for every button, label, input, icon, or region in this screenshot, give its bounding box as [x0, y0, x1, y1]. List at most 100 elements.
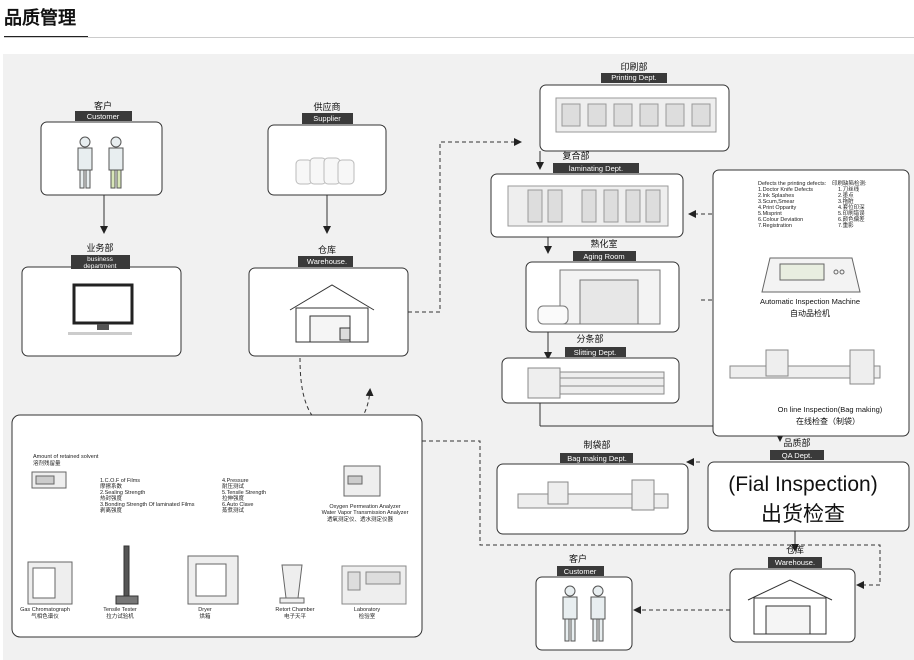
supplier-node: 供应商 Supplier: [267, 101, 387, 196]
svg-text:Supplier: Supplier: [313, 114, 341, 123]
svg-text:2.Sealing Strength: 2.Sealing Strength: [100, 490, 145, 496]
quality-flow-diagram: 客户 Customer 供应商 Supplier 业务部 business de…: [3, 54, 914, 660]
customer-bottom-node: 客户 Customer: [535, 553, 633, 651]
svg-text:1.Doctor Knife Defects: 1.Doctor Knife Defects: [758, 187, 813, 193]
svg-text:Defects the printing defects:: Defects the printing defects:: [758, 181, 827, 187]
svg-text:6.颜色偏差: 6.颜色偏差: [838, 215, 865, 223]
laminating-node: 复合部 laminating Dept.: [490, 150, 684, 238]
svg-text:拉伸强度: 拉伸强度: [222, 494, 245, 502]
svg-text:Automatic Inspection Machine: Automatic Inspection Machine: [760, 297, 860, 306]
title-divider: [4, 37, 914, 38]
slitting-machine-icon: [527, 367, 665, 399]
svg-text:Oxygen Permeation Analyzer: Oxygen Permeation Analyzer: [329, 504, 400, 510]
svg-text:客户: 客户: [94, 100, 112, 112]
svg-text:制袋部: 制袋部: [583, 439, 610, 451]
svg-text:Retort Chamber: Retort Chamber: [275, 607, 314, 613]
svg-text:客户: 客户: [569, 553, 587, 565]
svg-text:6.Auto Clave: 6.Auto Clave: [222, 502, 254, 508]
svg-text:摩擦系数: 摩擦系数: [100, 482, 123, 490]
svg-text:(Fial Inspection): (Fial Inspection): [728, 473, 877, 496]
bag-making-machine-icon: [517, 479, 669, 511]
warehouse-icon: [747, 579, 833, 635]
svg-text:4.套位印深: 4.套位印深: [838, 203, 865, 211]
inspection-panel: Defects the printing defects: 1.Doctor K…: [712, 169, 910, 437]
svg-text:7.Registration: 7.Registration: [758, 223, 792, 229]
svg-text:自动品检机: 自动品检机: [790, 308, 830, 318]
svg-text:4.Pressure: 4.Pressure: [222, 478, 249, 484]
svg-text:3.Bonding Strength Of laminate: 3.Bonding Strength Of laminated Films: [100, 502, 195, 508]
svg-text:Warehouse.: Warehouse.: [775, 558, 815, 567]
svg-text:Tensile Tester: Tensile Tester: [103, 607, 137, 613]
svg-text:Slitting Dept.: Slitting Dept.: [574, 348, 617, 357]
svg-text:Amount of retained solvent: Amount of retained solvent: [33, 454, 99, 460]
svg-text:business: business: [87, 256, 113, 263]
svg-text:印刷缺陷检测:: 印刷缺陷检测:: [832, 179, 867, 187]
svg-text:1.C.O.F of Films: 1.C.O.F of Films: [100, 478, 140, 484]
printing-machine-icon: [555, 97, 717, 133]
svg-text:Printing Dept.: Printing Dept.: [611, 73, 656, 82]
laboratory-icon: [341, 565, 407, 605]
customer-top-node: 客户 Customer: [40, 100, 163, 196]
oxygen-analyzer-icon: [343, 465, 381, 497]
svg-text:Water Vapor Transmission Analy: Water Vapor Transmission Analyzer: [322, 510, 409, 516]
svg-text:业务部: 业务部: [86, 242, 113, 254]
svg-text:蒸煮测试: 蒸煮测试: [222, 506, 245, 514]
svg-text:品质部: 品质部: [783, 437, 810, 449]
qa-node: 品质部 QA Dept. (Fial Inspection) 出货检查: [707, 437, 910, 532]
svg-text:1.刀丝线: 1.刀丝线: [838, 185, 860, 193]
svg-text:复合部: 复合部: [562, 150, 589, 162]
svg-text:出货检查: 出货检查: [761, 502, 845, 526]
svg-text:在线检查（制袋）: 在线检查（制袋）: [796, 416, 860, 426]
svg-text:laminating Dept.: laminating Dept.: [569, 164, 623, 173]
printing-node: 印刷部 Printing Dept.: [539, 61, 730, 152]
svg-text:仓库: 仓库: [318, 244, 336, 256]
svg-text:department: department: [84, 263, 117, 270]
flow-diagram-svg: 客户 Customer 供应商 Supplier 业务部 business de…: [11, 61, 910, 651]
slitting-node: 分条部 Slitting Dept.: [501, 333, 680, 404]
people-icon: [77, 136, 124, 189]
svg-text:2.墨点: 2.墨点: [838, 192, 854, 199]
warehouse-bottom-node: 仓库 Warehouse.: [729, 544, 856, 643]
warehouse-icon: [289, 284, 375, 343]
svg-text:On line Inspection(Bag making): On line Inspection(Bag making): [778, 405, 883, 414]
svg-text:QA Dept.: QA Dept.: [782, 451, 812, 460]
svg-text:2.Ink Splashes: 2.Ink Splashes: [758, 193, 794, 199]
svg-text:剥离强度: 剥离强度: [100, 506, 123, 514]
arrow-lab-to-warehouse-bottom: [422, 440, 881, 589]
svg-text:电子天平: 电子天平: [284, 612, 307, 620]
svg-text:5.Misprint: 5.Misprint: [758, 211, 782, 217]
svg-text:3.拖脏: 3.拖脏: [838, 197, 854, 205]
inspection-machine-icon: [761, 257, 861, 293]
warehouse-top-node: 仓库 Warehouse.: [248, 244, 409, 357]
dryer-icon: [187, 555, 239, 605]
svg-text:7.重影: 7.重影: [838, 221, 854, 229]
svg-text:Dryer: Dryer: [198, 607, 212, 613]
bag-making-node: 制袋部 Bag making Dept.: [496, 439, 689, 535]
aging-room-node: 熟化室 Aging Room: [525, 238, 680, 333]
laminating-machine-icon: [507, 185, 669, 227]
svg-text:分条部: 分条部: [576, 333, 603, 345]
svg-text:烘箱: 烘箱: [199, 612, 211, 620]
page-title: 品质管理: [4, 8, 76, 29]
svg-text:Gas Chromatograph: Gas Chromatograph: [20, 607, 70, 613]
tensile-tester-icon: [115, 545, 139, 605]
svg-text:Customer: Customer: [564, 567, 597, 576]
svg-text:熟化室: 熟化室: [590, 238, 617, 250]
svg-text:4.Print Opparity: 4.Print Opparity: [758, 205, 796, 211]
svg-text:拉力试验机: 拉力试验机: [106, 612, 134, 620]
people-icon: [562, 585, 606, 642]
svg-text:5.印刷错误: 5.印刷错误: [838, 209, 865, 217]
svg-text:Bag making Dept.: Bag making Dept.: [567, 454, 627, 463]
svg-text:3.Scum,Smear: 3.Scum,Smear: [758, 199, 795, 205]
svg-text:5.Tensile Strength: 5.Tensile Strength: [222, 490, 266, 496]
svg-text:供应商: 供应商: [313, 101, 340, 113]
gas-chromatograph-icon: [27, 561, 73, 605]
svg-text:Warehouse.: Warehouse.: [307, 257, 347, 266]
svg-text:仓库: 仓库: [786, 544, 804, 556]
svg-text:热封强度: 热封强度: [100, 494, 123, 502]
solvent-analyzer-icon: [31, 471, 67, 489]
svg-text:6.Colour Deviation: 6.Colour Deviation: [758, 217, 803, 223]
retort-chamber-icon: [279, 564, 305, 604]
svg-text:耐压测试: 耐压测试: [222, 482, 245, 490]
monitor-icon: [68, 283, 134, 335]
